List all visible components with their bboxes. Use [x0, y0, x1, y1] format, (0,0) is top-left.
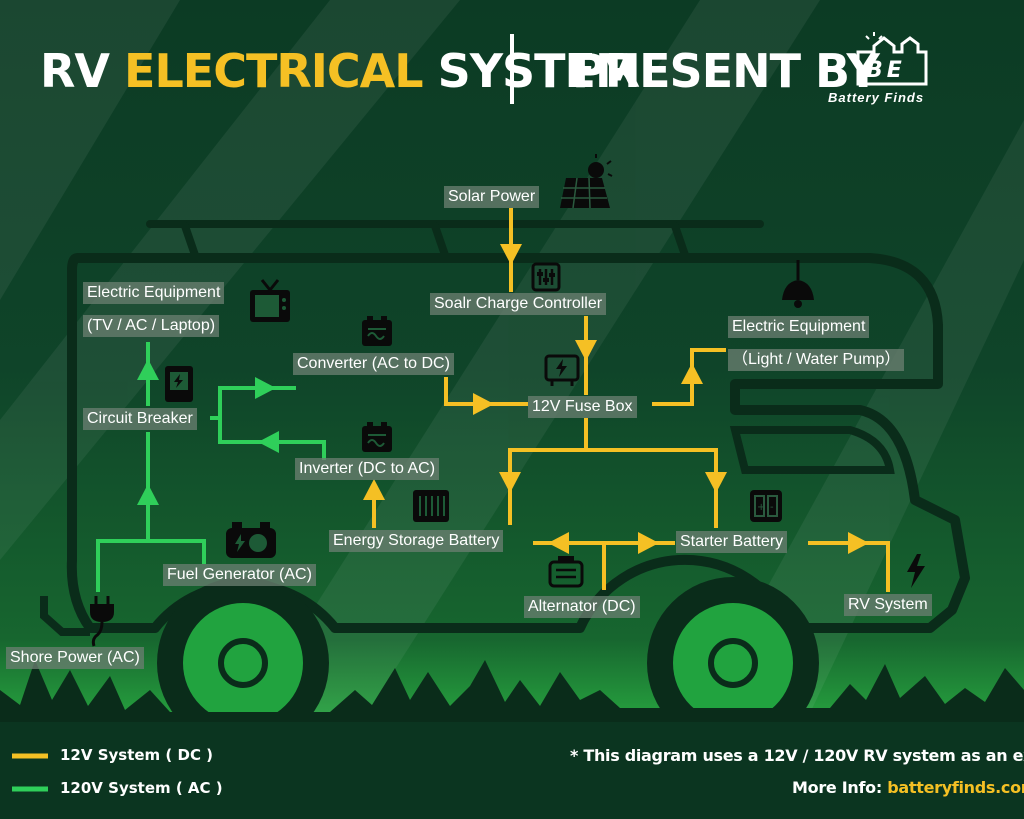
ac-arrows [137, 359, 279, 505]
bolt-icon [907, 554, 925, 588]
node-fuse-box: 12V Fuse Box [528, 396, 637, 418]
fuse-box-icon [544, 354, 580, 386]
node-starter-battery: Starter Battery [676, 531, 788, 553]
starter-battery-icon: + - [750, 490, 782, 522]
circuit-breaker-icon [165, 366, 193, 402]
node-alternator: Alternator (DC) [524, 596, 640, 618]
battery-icon [413, 490, 449, 522]
lamp-icon [782, 260, 814, 308]
node-equip-left-1: Electric Equipment [83, 282, 225, 304]
footer-band [0, 722, 1024, 819]
title-part1: RV [40, 44, 110, 98]
tv-icon [250, 279, 290, 322]
present-by: PRESENT BY [572, 44, 880, 98]
solar-panel-icon [560, 154, 613, 209]
node-circuit-breaker: Circuit Breaker [83, 408, 197, 430]
node-rv-system: RV System [844, 594, 932, 616]
node-energy-storage: Energy Storage Battery [329, 530, 504, 552]
generator-icon [226, 522, 276, 558]
page-title: RV ELECTRICAL SYSTEM [40, 44, 641, 98]
title-accent: ELECTRICAL [124, 44, 424, 98]
alternator-icon [548, 556, 584, 588]
node-inverter: Inverter (DC to AC) [295, 458, 440, 480]
logo-icon [856, 32, 928, 86]
node-charge-controller: Soalr Charge Controller [430, 293, 607, 315]
node-equip-right-2: （Light / Water Pump） [728, 349, 905, 371]
roof-rack [146, 220, 764, 259]
legend-dc-label: 12V System ( DC ) [60, 746, 214, 764]
node-equip-left-2: (TV / AC / Laptop) [83, 315, 220, 337]
legend-ac-label: 120V System ( AC ) [60, 779, 223, 797]
wheels [157, 577, 819, 749]
converter-icon [362, 316, 392, 346]
footer-note: * This diagram uses a 12V / 120V RV syst… [570, 746, 1024, 765]
node-converter: Converter (AC to DC) [293, 353, 454, 375]
dc-arrows [363, 244, 869, 554]
node-fuel-generator: Fuel Generator (AC) [163, 564, 316, 586]
more-info-link[interactable]: batteryfinds.com [887, 778, 1024, 797]
more-info-label: More Info: [792, 778, 882, 797]
inverter-icon [362, 422, 392, 452]
svg-text:-: - [770, 502, 774, 513]
controller-icon [531, 262, 561, 292]
svg-text:+: + [757, 502, 765, 513]
node-shore-power: Shore Power (AC) [6, 647, 144, 669]
grass [0, 660, 1024, 724]
title-part2: SYSTEM [437, 44, 641, 98]
plug-icon [90, 596, 114, 647]
node-equip-right-1: Electric Equipment [728, 316, 870, 338]
logo-letters: BE [866, 58, 906, 83]
more-info: More Info: batteryfinds.com [792, 778, 1024, 797]
logo-subtitle: Battery Finds [828, 90, 925, 105]
rv-body-outline [66, 253, 970, 633]
node-solar-power: Solar Power [444, 186, 540, 208]
